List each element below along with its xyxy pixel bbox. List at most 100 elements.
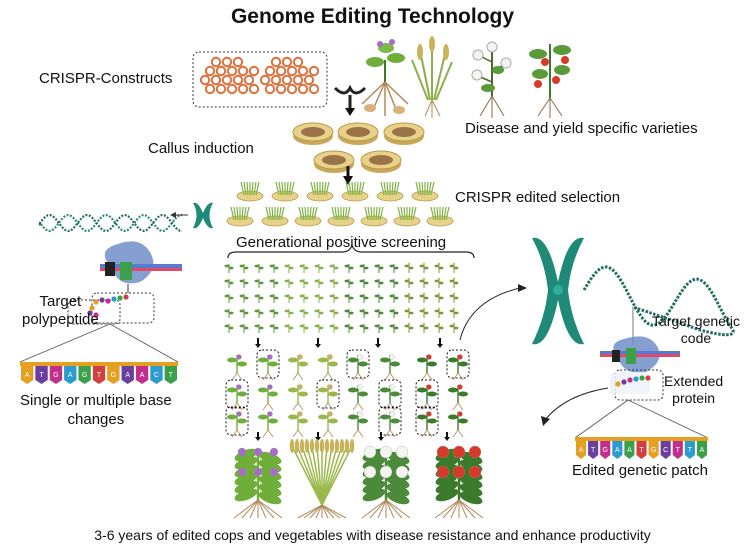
selected-plant-icon — [415, 379, 439, 411]
base-letter: T — [169, 372, 174, 379]
crispr-constructs-label: CRISPR-Constructs — [39, 70, 173, 87]
curve-arrow-to-ext — [544, 387, 609, 421]
seedling-icon — [269, 309, 279, 318]
potato-plant-icon — [361, 39, 409, 116]
seedling-icon — [419, 292, 429, 303]
base-tag — [576, 441, 587, 459]
arrow-down-icon — [444, 437, 450, 441]
final-crops — [233, 439, 484, 519]
seedling-icon — [344, 264, 354, 273]
extended-protein-label: Extended protein — [664, 373, 723, 407]
seedling-icon — [359, 264, 369, 273]
edited-genetic-patch-label: Edited genetic patch — [572, 462, 708, 479]
selected-plant-icon — [446, 349, 470, 381]
target-code-line1: Target genetic — [652, 313, 740, 329]
amino-acid-bead — [117, 295, 123, 301]
seedling-icon — [314, 264, 324, 273]
plasmid-ring-icon — [275, 65, 287, 77]
page-title: Genome Editing Technology — [230, 5, 515, 28]
selected-plant-icon — [288, 384, 308, 411]
seedling-icon — [254, 279, 264, 288]
seedling-icon — [434, 292, 444, 303]
amino-acid-bead — [111, 296, 117, 302]
base-letter: T — [639, 447, 644, 454]
seedling-icon — [344, 294, 354, 303]
curve-arrow-to-chromosome — [459, 287, 521, 341]
amino-acid-bead — [93, 299, 99, 305]
sprout-dish-icon — [327, 206, 355, 227]
seedling-icon — [254, 294, 264, 303]
base-tag — [64, 366, 77, 384]
amino-acid-bead — [105, 298, 111, 304]
seedling-icon — [314, 324, 324, 333]
base-letter: A — [140, 372, 145, 379]
seedling-icon — [329, 324, 339, 333]
plasmid-ring-icon — [237, 83, 249, 95]
base-tag — [107, 366, 120, 384]
selection-box — [378, 379, 402, 409]
seedling-icon — [359, 309, 369, 318]
petri-dish-icon — [292, 122, 334, 145]
plasmid-ring-icon — [204, 65, 216, 77]
plasmid-ring-icon — [297, 83, 309, 95]
seedling-icon — [449, 262, 459, 273]
arrow-down-2 — [343, 176, 353, 185]
sprout-dish-icon — [426, 206, 454, 227]
base-tag — [35, 366, 48, 384]
plasmid-ring-icon — [243, 74, 255, 86]
seedling-icon — [329, 279, 339, 288]
base-letter: A — [700, 447, 705, 454]
callus-induction-label: Callus induction — [148, 140, 254, 157]
amino-acid-bead — [639, 375, 645, 381]
seedling-icon — [419, 262, 429, 273]
seedling-icon — [299, 279, 309, 288]
top-plants — [361, 36, 571, 118]
plasmid-ring-icon — [237, 65, 249, 77]
seedling-icon — [404, 292, 414, 303]
seedling-icon — [299, 264, 309, 273]
seedling-icon — [254, 309, 264, 318]
target-genetic-code-label: Target genetic code — [652, 313, 740, 347]
target-polypeptide-line1: Target — [39, 293, 82, 310]
seedling-icon — [374, 264, 384, 273]
seedling-icon — [284, 294, 294, 303]
seedling-icon — [254, 324, 264, 333]
plasmid-ring-icon — [286, 65, 298, 77]
selected-plant-icon — [346, 349, 370, 381]
selected-plant-icon — [256, 349, 280, 381]
small-chromosome-icon — [193, 202, 213, 229]
selection-box — [256, 349, 280, 379]
selected-plant-icon — [378, 379, 402, 411]
selection-box — [415, 379, 439, 409]
seedling-icon — [224, 294, 234, 303]
merge-bracket — [333, 84, 367, 108]
amino-acid-bead — [93, 312, 99, 318]
plasmid-ring-icon — [210, 56, 222, 68]
seedling-icon — [434, 277, 444, 288]
base-letter: G — [82, 372, 87, 379]
plasmid-ring-icon — [308, 83, 320, 95]
sprout-dish-icon — [271, 181, 299, 202]
seedling-icon — [434, 322, 444, 333]
base-tag — [636, 441, 647, 459]
plasmid-ring-icon — [264, 83, 276, 95]
seedling-icon — [224, 324, 234, 333]
seedling-icon — [284, 264, 294, 273]
seedling-icon — [374, 324, 384, 333]
seedling-icon — [374, 279, 384, 288]
base-tag — [135, 366, 149, 384]
seedling-icon — [299, 294, 309, 303]
base-changes-label: Single or multiple base changes — [20, 391, 172, 429]
seedling-icon — [359, 324, 369, 333]
left-dna-helix — [38, 213, 183, 233]
base-tag — [648, 441, 659, 459]
sequence-backbone — [20, 362, 178, 366]
base-letter: A — [615, 447, 620, 454]
selection-box — [378, 406, 402, 436]
seedling-icon — [329, 294, 339, 303]
petri-dish-icon — [360, 150, 402, 173]
plasmid-ring-icon — [259, 74, 271, 86]
selected-plant-icon — [380, 354, 400, 381]
sprout-dish-icon — [360, 206, 388, 227]
